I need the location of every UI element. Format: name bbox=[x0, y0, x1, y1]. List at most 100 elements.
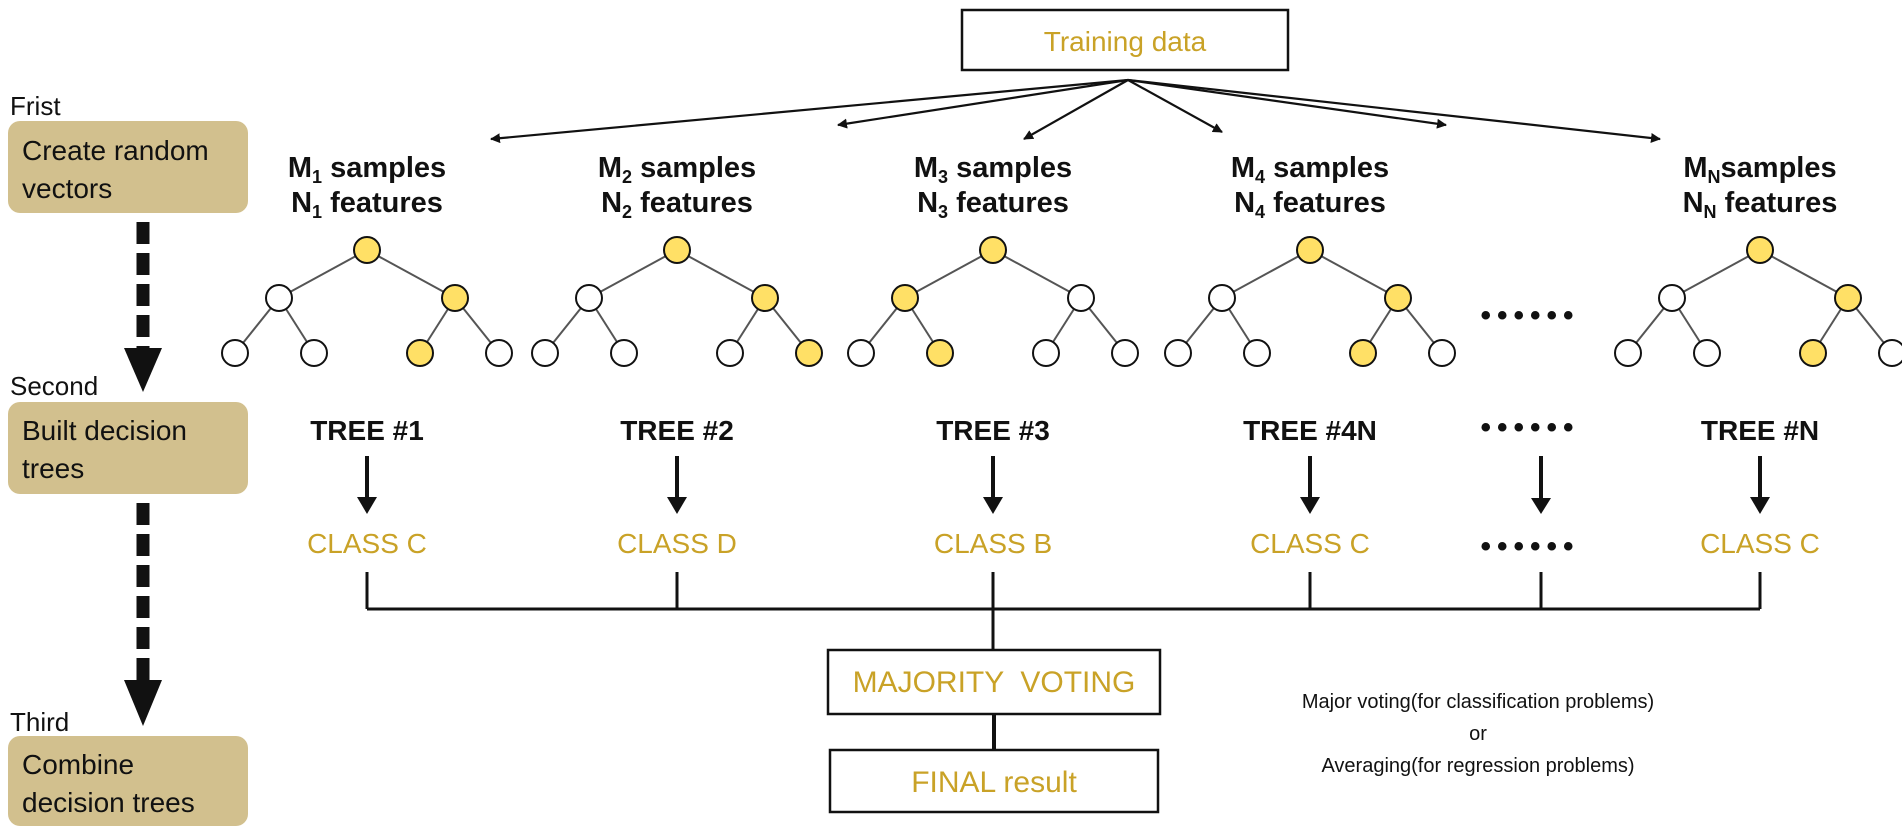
ellipsis-tree-labels: •••••• bbox=[1480, 411, 1579, 444]
decision-tree-5 bbox=[1614, 236, 1902, 367]
tree-node-selected bbox=[891, 284, 919, 312]
note-line-3: Averaging(for regression problems) bbox=[1321, 755, 1634, 777]
tree-node-selected bbox=[1834, 284, 1862, 312]
fan-arrow-3 bbox=[1023, 79, 1129, 140]
ellipsis-classes: •••••• bbox=[1480, 530, 1579, 563]
tree-label: TREE #1 bbox=[310, 415, 424, 446]
note-line-1: Major voting(for classification problems… bbox=[1302, 691, 1654, 713]
step-2-box bbox=[8, 402, 248, 494]
features-label: N3 features bbox=[917, 187, 1069, 222]
tree-node bbox=[1032, 339, 1060, 367]
arrow-head bbox=[1300, 497, 1320, 514]
step-1-ordinal: Frist bbox=[10, 91, 61, 121]
final-result-box: FINAL result bbox=[828, 748, 1160, 814]
majority-voting-label: MAJORITY VOTING bbox=[853, 666, 1136, 699]
class-label: CLASS B bbox=[934, 528, 1052, 559]
ellipsis-trees: •••••• bbox=[1480, 299, 1579, 332]
tree-node bbox=[1164, 339, 1192, 367]
arrow-head bbox=[357, 497, 377, 514]
tree-edge bbox=[366, 249, 456, 299]
tree-node bbox=[1067, 284, 1095, 312]
dashed-arrow-2 bbox=[124, 503, 162, 726]
tree-node-selected bbox=[441, 284, 469, 312]
fan-arrow-1 bbox=[490, 78, 1129, 144]
class-label: CLASS C bbox=[307, 528, 427, 559]
tree-node bbox=[485, 339, 513, 367]
arrow-head bbox=[983, 497, 1003, 514]
step-2-line-2: trees bbox=[22, 453, 84, 484]
fan-arrow-4 bbox=[1127, 79, 1223, 133]
aggregation-note: Major voting(for classification problems… bbox=[1302, 691, 1654, 777]
final-result-label: FINAL result bbox=[911, 766, 1077, 799]
features-label: N4 features bbox=[1234, 187, 1386, 222]
features-label: N1 features bbox=[291, 187, 443, 222]
tree-edge bbox=[1309, 249, 1399, 299]
tree-node-selected bbox=[663, 236, 691, 264]
tree-node-selected bbox=[926, 339, 954, 367]
step-1-line-2: vectors bbox=[22, 173, 112, 204]
tree-node bbox=[1658, 284, 1686, 312]
tree-node bbox=[1243, 339, 1271, 367]
tree-node-selected bbox=[1296, 236, 1324, 264]
training-data-label: Training data bbox=[1044, 26, 1207, 57]
tree-edge bbox=[588, 249, 678, 299]
tree-edge bbox=[1221, 249, 1311, 299]
fan-out-arrows bbox=[490, 78, 1661, 144]
note-line-2: or bbox=[1469, 723, 1487, 745]
fan-arrow-2 bbox=[837, 78, 1129, 129]
majority-voting-box: MAJORITY VOTING bbox=[826, 648, 1162, 716]
decision-tree-2 bbox=[531, 236, 823, 367]
tree-label: TREE #2 bbox=[620, 415, 734, 446]
decision-tree-4 bbox=[1164, 236, 1456, 367]
tree-node bbox=[1428, 339, 1456, 367]
class-collector-bracket bbox=[365, 572, 1762, 650]
tree-node-selected bbox=[1799, 339, 1827, 367]
tree-node bbox=[610, 339, 638, 367]
tree-node bbox=[265, 284, 293, 312]
samples-label: MNsamples bbox=[1683, 152, 1836, 187]
decision-tree-3 bbox=[847, 236, 1139, 367]
tree-node bbox=[531, 339, 559, 367]
tree-label: TREE #3 bbox=[936, 415, 1050, 446]
step-1-line-1: Create random bbox=[22, 135, 209, 166]
tree-edge bbox=[1671, 249, 1761, 299]
step-2-line-1: Built decision bbox=[22, 415, 187, 446]
tree-label: TREE #N bbox=[1701, 415, 1819, 446]
step-3-ordinal: Third bbox=[10, 707, 69, 737]
tree-node bbox=[1878, 339, 1902, 367]
features-label: N2 features bbox=[601, 187, 753, 222]
tree-node bbox=[716, 339, 744, 367]
tree-edge bbox=[278, 249, 368, 299]
samples-label: M2 samples bbox=[598, 152, 756, 187]
features-label: NN features bbox=[1683, 187, 1838, 222]
step-1-box bbox=[8, 121, 248, 213]
tree-node bbox=[1208, 284, 1236, 312]
ellipsis-column: •••••• •••••• •••••• bbox=[1480, 299, 1579, 563]
step-3-line-2: decision trees bbox=[22, 787, 195, 818]
samples-label: M1 samples bbox=[288, 152, 446, 187]
tree-edge bbox=[992, 249, 1082, 299]
step-column: Frist Create random vectors Second Built… bbox=[8, 91, 248, 826]
tree-node bbox=[575, 284, 603, 312]
tree-node bbox=[847, 339, 875, 367]
tree-node bbox=[221, 339, 249, 367]
tree-node-selected bbox=[1384, 284, 1412, 312]
class-label: CLASS D bbox=[617, 528, 737, 559]
tree-node-selected bbox=[1746, 236, 1774, 264]
tree-node bbox=[1111, 339, 1139, 367]
arrow-head bbox=[667, 497, 687, 514]
tree-node-selected bbox=[795, 339, 823, 367]
step-3-line-1: Combine bbox=[22, 749, 134, 780]
tree-edge bbox=[904, 249, 994, 299]
tree-edge bbox=[1759, 249, 1849, 299]
step-3-box bbox=[8, 736, 248, 826]
training-data-box: Training data bbox=[960, 8, 1290, 72]
tree-node-selected bbox=[751, 284, 779, 312]
